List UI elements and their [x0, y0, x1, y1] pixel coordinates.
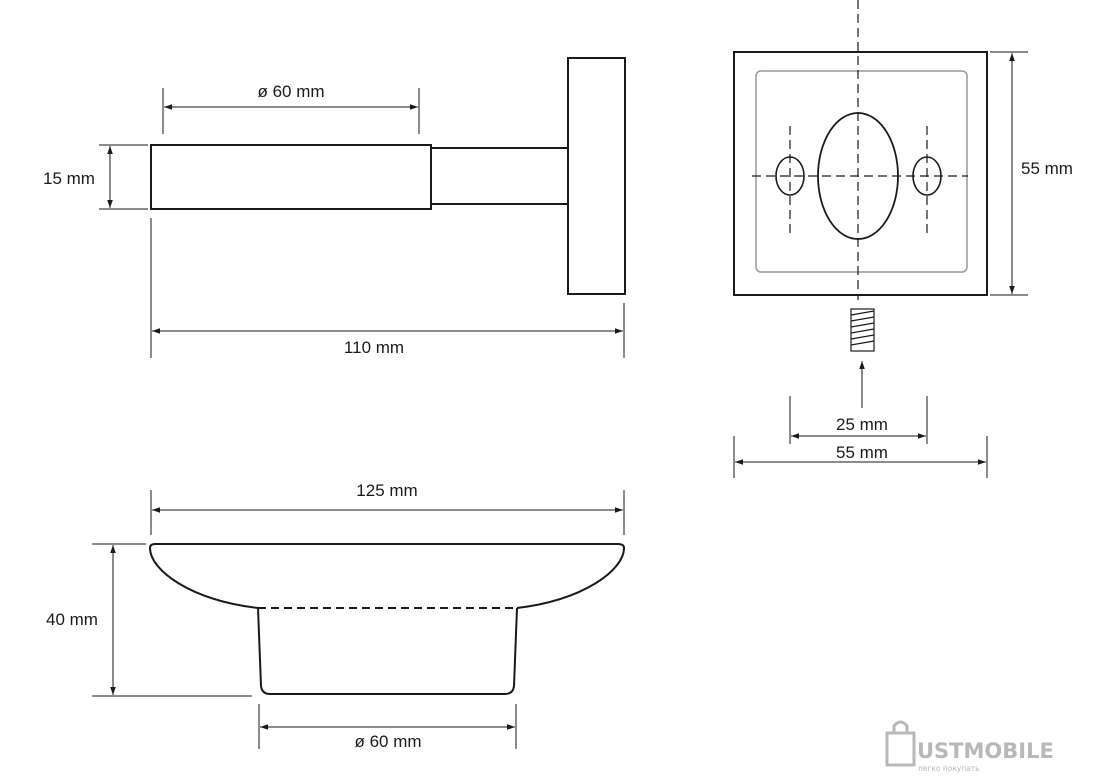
front-hole-spacing-dimension	[789, 396, 928, 444]
front-width-label: 55 mm	[836, 443, 888, 462]
dish-base-diameter-label: ø 60 mm	[354, 732, 421, 751]
dish-base-diameter-dimension	[258, 704, 517, 749]
side-diameter-label: ø 60 mm	[257, 82, 324, 101]
dish-height-label: 40 mm	[46, 610, 98, 629]
side-thickness-label: 15 mm	[43, 169, 95, 188]
front-hole-spacing-label: 25 mm	[836, 415, 888, 434]
side-length-label: 110 mm	[344, 338, 404, 357]
side-view	[99, 57, 626, 358]
side-thickness-dimension	[99, 144, 148, 210]
front-width-dimension	[733, 436, 988, 478]
dish-width-label: 125 mm	[356, 481, 417, 500]
dish-bowl	[148, 543, 626, 609]
front-height-dimension	[990, 51, 1028, 296]
shopping-bag-icon	[885, 720, 916, 767]
screw-icon	[850, 308, 875, 352]
watermark-logo: USTMOBILE легко покупать	[885, 720, 1054, 773]
front-plate-inner	[755, 70, 968, 273]
dish-base	[257, 607, 518, 695]
side-length-dimension	[150, 218, 625, 358]
watermark-tagline: легко покупать	[918, 764, 980, 773]
front-center-lines	[752, 0, 968, 300]
side-view-holder-cylinder	[150, 144, 432, 210]
side-view-wall-plate	[567, 57, 626, 295]
side-diameter-dimension	[162, 88, 420, 134]
front-view	[733, 0, 1028, 478]
dish-width-dimension	[150, 490, 625, 535]
dish-height-dimension	[92, 543, 252, 697]
dish-view	[92, 490, 626, 749]
front-height-label: 55 mm	[1021, 159, 1073, 178]
side-view-rod	[430, 147, 569, 205]
front-plate-outer	[733, 51, 988, 296]
watermark-brand: USTMOBILE	[917, 739, 1054, 763]
